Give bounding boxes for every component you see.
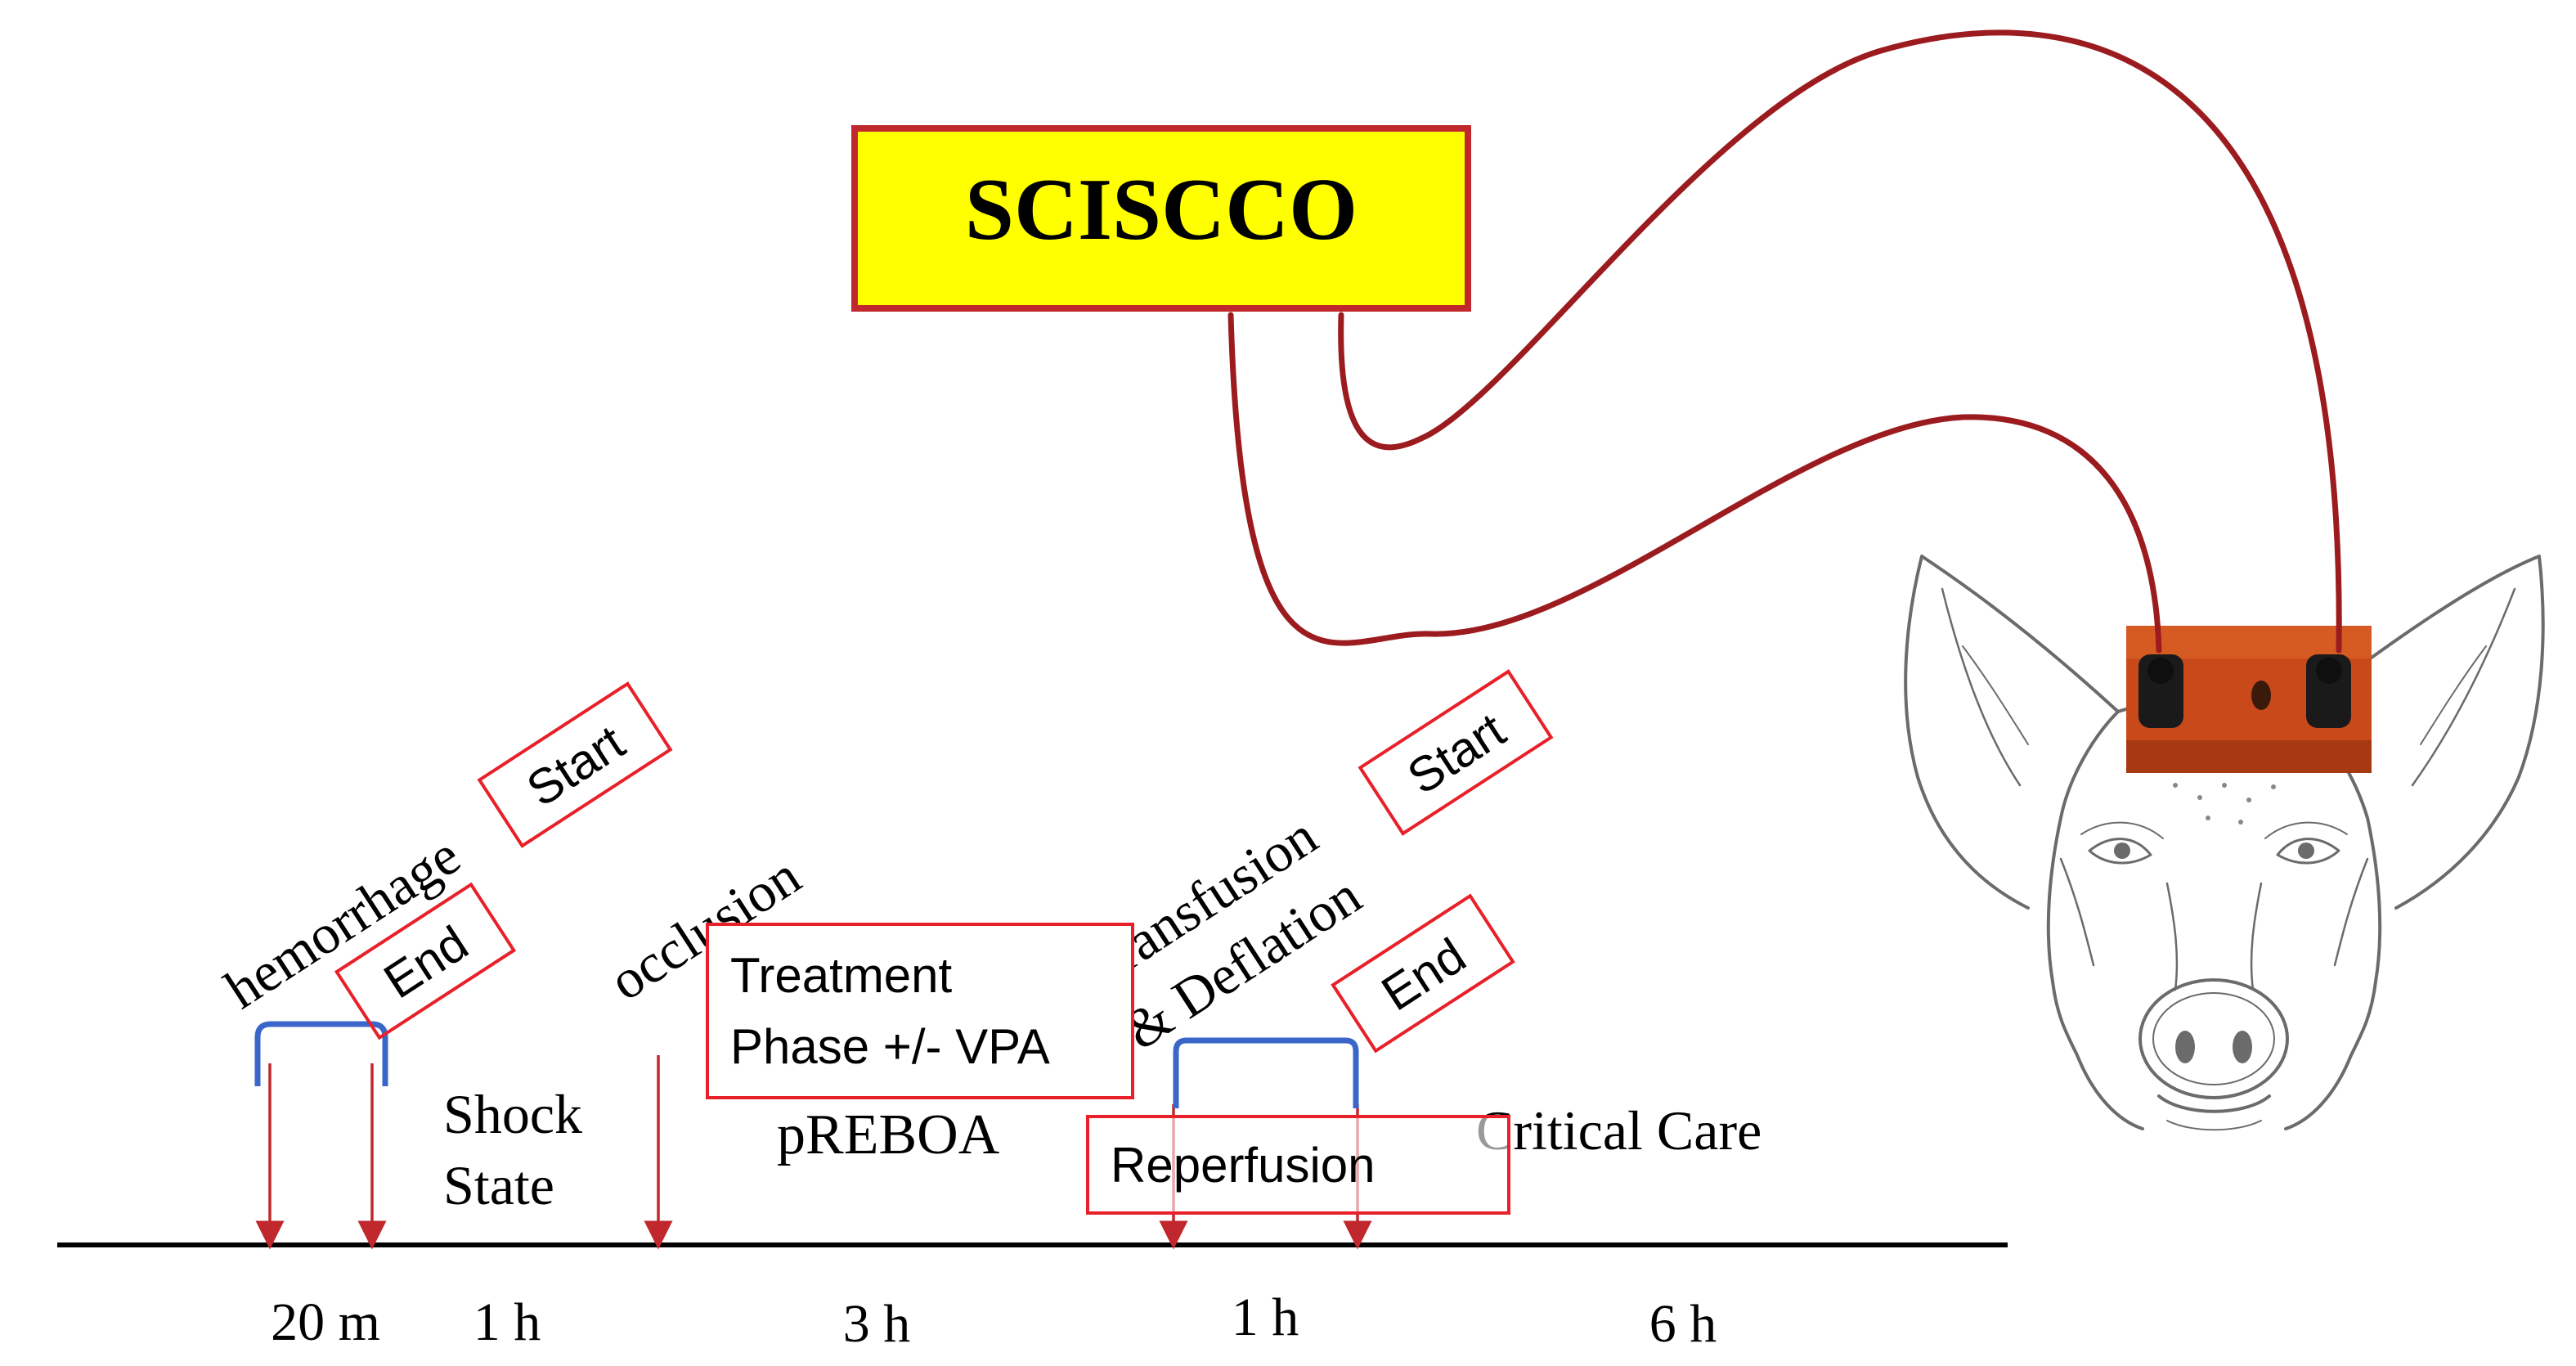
duration-labels: 20 m 1 h 3 h 1 h 6 h — [271, 1287, 1717, 1354]
electrode-patch — [2126, 626, 2372, 773]
pig-nostril-left — [2175, 1031, 2195, 1063]
hemorrhage-start-label: Start — [517, 714, 634, 816]
treatment-line1: Treatment — [730, 948, 953, 1003]
pig-right-eye — [2264, 821, 2348, 865]
reperfusion-label: Reperfusion — [1111, 1138, 1376, 1193]
duration-hemorrhage: 20 m — [271, 1292, 380, 1352]
pig-left-ear-inner — [1941, 587, 2022, 787]
transfusion-end-label: End — [1372, 928, 1475, 1021]
pig-head-illustration — [1904, 555, 2545, 1131]
preboa-label: pREBOA — [777, 1103, 1000, 1166]
duration-reperfusion: 1 h — [1232, 1287, 1299, 1347]
hemorrhage-start-tag: Start — [477, 681, 673, 848]
sciscco-label: SCISCCO — [965, 161, 1358, 258]
duration-preboa: 3 h — [843, 1294, 911, 1354]
duration-shock: 1 h — [473, 1292, 541, 1352]
transfusion-bracket — [1173, 1037, 1359, 1108]
electrode-left — [2138, 654, 2183, 728]
shock-state-line1: Shock — [443, 1083, 582, 1145]
pig-right-ear-inner — [2411, 587, 2516, 787]
transfusion-start-label: Start — [1398, 702, 1515, 804]
shock-state-line2: State — [443, 1154, 554, 1216]
pig-snout — [2138, 978, 2289, 1099]
critical-care-label: Critical Care — [1476, 1099, 1761, 1162]
transfusion-start-tag: Start — [1358, 669, 1554, 836]
cable-inner — [1338, 29, 2342, 654]
treatment-line2: Phase +/- VPA — [730, 1019, 1050, 1074]
hemorrhage-bracket — [254, 1021, 388, 1086]
pig-left-ear — [1904, 555, 2120, 910]
pig-nostril-right — [2233, 1031, 2252, 1063]
cable-outer — [1227, 312, 2162, 654]
pig-left-eye — [2080, 821, 2164, 865]
pig-face-outline — [2046, 710, 2144, 1130]
device-cables — [1227, 29, 2342, 654]
pig-right-ear — [2296, 555, 2545, 910]
treatment-phase-box: Treatment Phase +/- VPA — [706, 923, 1134, 1099]
sciscco-device: SCISCCO — [851, 125, 1471, 312]
hemorrhage-label: hemorrhage — [214, 824, 471, 1021]
reperfusion-box: Reperfusion — [1086, 1115, 1510, 1215]
duration-critical-care: 6 h — [1649, 1294, 1717, 1354]
hemorrhage-end-label: End — [375, 915, 478, 1009]
electrode-right — [2306, 654, 2351, 728]
